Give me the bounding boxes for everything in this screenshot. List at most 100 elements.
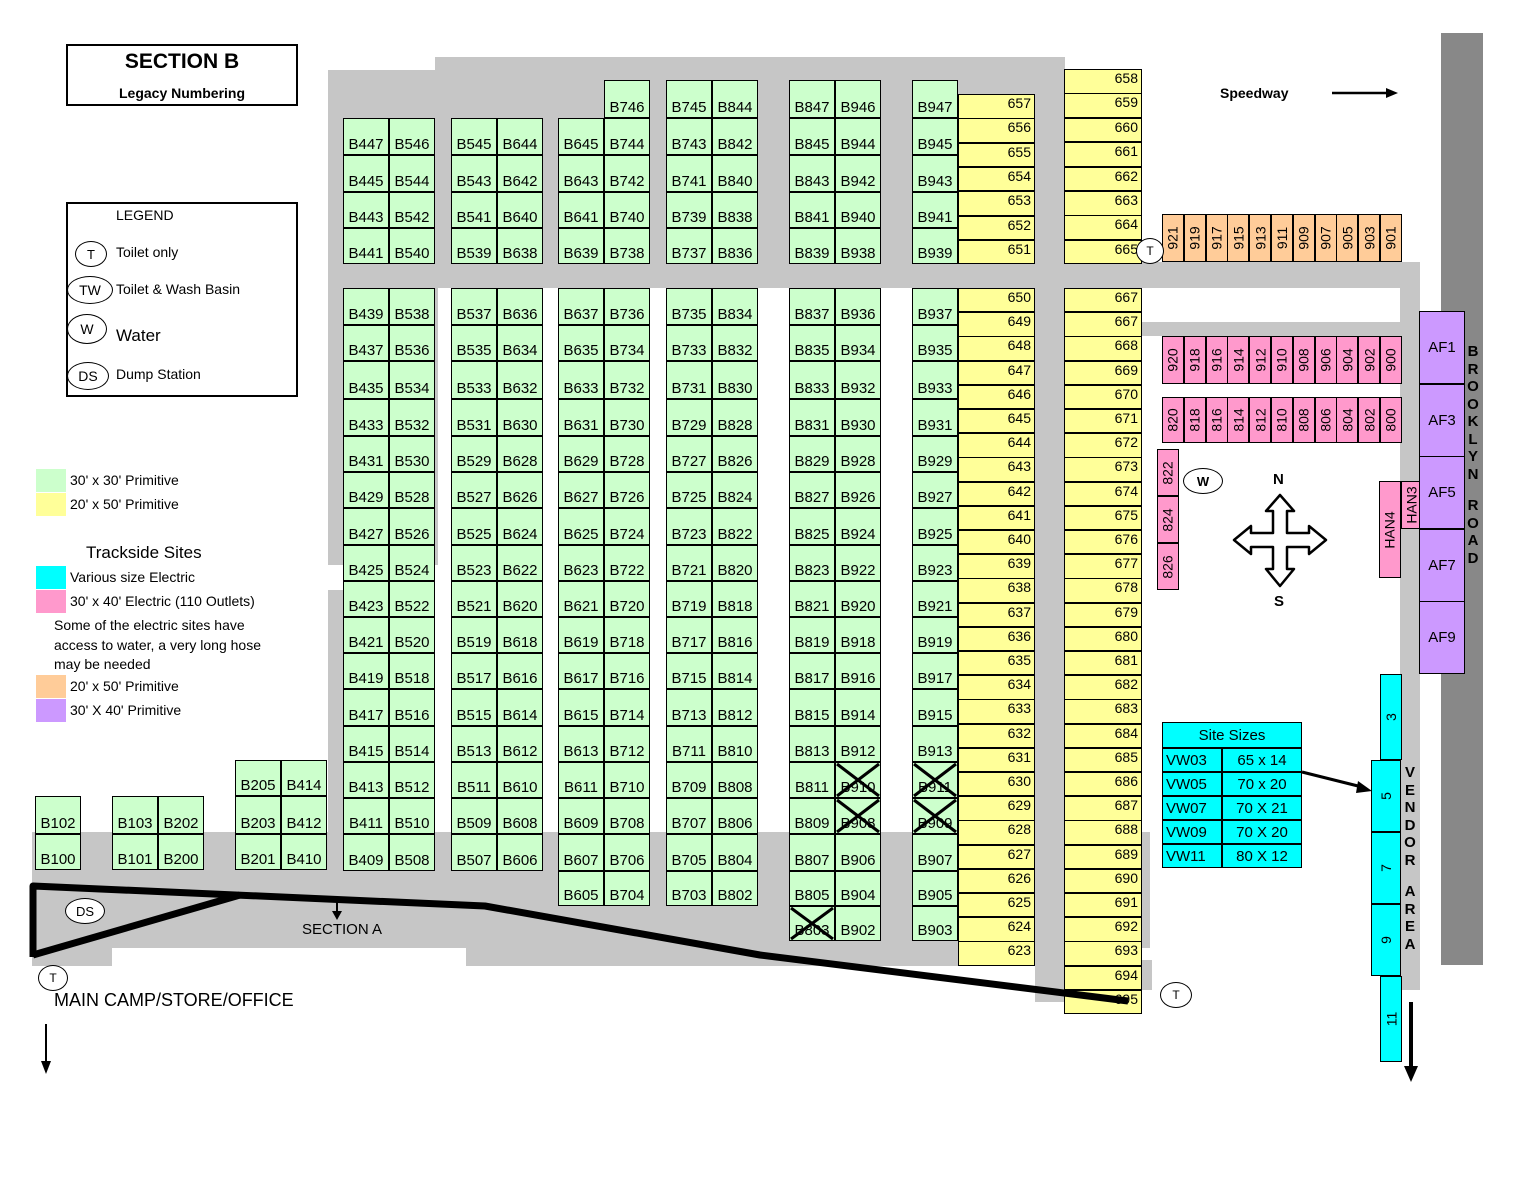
site-B904[interactable]: B904 (835, 871, 881, 906)
site-B516[interactable]: B516 (389, 689, 435, 726)
site-B808[interactable]: B808 (712, 762, 758, 798)
site-B745[interactable]: B745 (666, 80, 712, 118)
site-B914[interactable]: B914 (835, 689, 881, 726)
site-B637[interactable]: B637 (558, 288, 604, 325)
site-B932[interactable]: B932 (835, 361, 881, 399)
site-B847[interactable]: B847 (789, 80, 835, 118)
site-B743[interactable]: B743 (666, 118, 712, 155)
site-B829[interactable]: B829 (789, 436, 835, 472)
site-B742[interactable]: B742 (604, 155, 650, 192)
site-B515[interactable]: B515 (451, 689, 497, 726)
site-B626[interactable]: B626 (497, 472, 543, 508)
site-690[interactable]: 690 (1064, 868, 1142, 894)
site-917[interactable]: 917 (1205, 214, 1228, 262)
site-B628[interactable]: B628 (497, 436, 543, 472)
site-B706[interactable]: B706 (604, 834, 650, 871)
site-662[interactable]: 662 (1064, 166, 1142, 192)
site-659[interactable]: 659 (1064, 93, 1142, 118)
site-B201[interactable]: B201 (235, 834, 281, 870)
site-B417[interactable]: B417 (343, 689, 389, 726)
site-B930[interactable]: B930 (835, 399, 881, 436)
site-656[interactable]: 656 (958, 118, 1035, 143)
site-AF1[interactable]: AF1 (1419, 311, 1465, 384)
site-826[interactable]: 826 (1157, 543, 1179, 590)
site-673[interactable]: 673 (1064, 457, 1142, 482)
site-B909[interactable]: B909 (912, 798, 958, 834)
site-B725[interactable]: B725 (666, 472, 712, 508)
site-B100[interactable]: B100 (35, 834, 81, 870)
site-B740[interactable]: B740 (604, 192, 650, 228)
site-B625[interactable]: B625 (558, 508, 604, 545)
site-B746[interactable]: B746 (604, 80, 650, 118)
site-675[interactable]: 675 (1064, 505, 1142, 531)
site-B531[interactable]: B531 (451, 399, 497, 436)
site-B523[interactable]: B523 (451, 545, 497, 581)
site-631[interactable]: 631 (958, 747, 1035, 773)
site-B609[interactable]: B609 (558, 798, 604, 834)
site-B443[interactable]: B443 (343, 192, 389, 228)
site-627[interactable]: 627 (958, 844, 1035, 869)
site-B624[interactable]: B624 (497, 508, 543, 545)
site-B918[interactable]: B918 (835, 617, 881, 653)
site-B712[interactable]: B712 (604, 726, 650, 762)
site-684[interactable]: 684 (1064, 723, 1142, 748)
site-B521[interactable]: B521 (451, 581, 497, 617)
site-635[interactable]: 635 (958, 651, 1035, 676)
site-B818[interactable]: B818 (712, 581, 758, 617)
site-B920[interactable]: B920 (835, 581, 881, 617)
site-B735[interactable]: B735 (666, 288, 712, 325)
site-906[interactable]: 906 (1314, 336, 1337, 384)
site-802[interactable]: 802 (1358, 397, 1381, 443)
site-B101[interactable]: B101 (112, 834, 158, 870)
site-B940[interactable]: B940 (835, 192, 881, 228)
site-918[interactable]: 918 (1183, 336, 1206, 384)
site-B507[interactable]: B507 (451, 834, 497, 871)
site-B719[interactable]: B719 (666, 581, 712, 617)
site-B941[interactable]: B941 (912, 192, 958, 228)
site-B423[interactable]: B423 (343, 581, 389, 617)
site-667[interactable]: 667 (1064, 288, 1142, 313)
site-628[interactable]: 628 (958, 820, 1035, 845)
site-909[interactable]: 909 (1292, 214, 1315, 262)
site-916[interactable]: 916 (1205, 336, 1228, 384)
site-822[interactable]: 822 (1157, 449, 1179, 496)
site-672[interactable]: 672 (1064, 433, 1142, 458)
site-B842[interactable]: B842 (712, 118, 758, 155)
site-624[interactable]: 624 (958, 917, 1035, 942)
site-665[interactable]: 665 (1064, 239, 1142, 265)
site-B714[interactable]: B714 (604, 689, 650, 726)
site-B629[interactable]: B629 (558, 436, 604, 472)
site-686[interactable]: 686 (1064, 772, 1142, 797)
site-B916[interactable]: B916 (835, 653, 881, 689)
site-800[interactable]: 800 (1380, 397, 1402, 443)
site-B613[interactable]: B613 (558, 726, 604, 762)
site-B623[interactable]: B623 (558, 545, 604, 581)
site-B917[interactable]: B917 (912, 653, 958, 689)
site-B744[interactable]: B744 (604, 118, 650, 155)
site-905[interactable]: 905 (1336, 214, 1359, 262)
site-B839[interactable]: B839 (789, 228, 835, 264)
site-B817[interactable]: B817 (789, 653, 835, 689)
site-B645[interactable]: B645 (558, 118, 604, 155)
site-B445[interactable]: B445 (343, 155, 389, 192)
site-645[interactable]: 645 (958, 409, 1035, 434)
site-B421[interactable]: B421 (343, 617, 389, 653)
site-B720[interactable]: B720 (604, 581, 650, 617)
site-B821[interactable]: B821 (789, 581, 835, 617)
site-B729[interactable]: B729 (666, 399, 712, 436)
site-B922[interactable]: B922 (835, 545, 881, 581)
site-B943[interactable]: B943 (912, 155, 958, 192)
site-644[interactable]: 644 (958, 433, 1035, 458)
site-B707[interactable]: B707 (666, 798, 712, 834)
site-B519[interactable]: B519 (451, 617, 497, 653)
site-694[interactable]: 694 (1064, 965, 1142, 990)
site-921[interactable]: 921 (1162, 214, 1184, 262)
site-B810[interactable]: B810 (712, 726, 758, 762)
site-B412[interactable]: B412 (281, 796, 327, 834)
site-B926[interactable]: B926 (835, 472, 881, 508)
site-911[interactable]: 911 (1271, 214, 1293, 262)
site-B200[interactable]: B200 (158, 834, 204, 870)
site-B546[interactable]: B546 (389, 118, 435, 155)
site-B636[interactable]: B636 (497, 288, 543, 325)
site-B508[interactable]: B508 (389, 834, 435, 871)
